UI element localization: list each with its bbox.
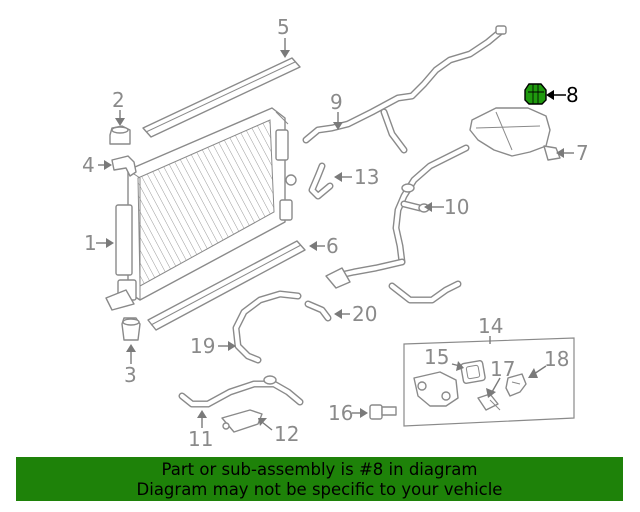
callout-18: 18	[544, 347, 569, 371]
seal-strip-bottom	[147, 240, 306, 331]
upper-isolator	[109, 125, 131, 145]
sensor	[477, 393, 501, 411]
connector-hose	[304, 300, 332, 322]
seal-strip-top	[142, 57, 301, 138]
callout-13: 13	[354, 165, 379, 189]
callout-12: 12	[274, 422, 299, 446]
callout-5: 5	[277, 15, 290, 39]
lower-hose	[232, 290, 302, 364]
callout-10: 10	[444, 195, 469, 219]
hose-bracket	[221, 409, 263, 433]
bolt	[369, 404, 397, 420]
callout-20: 20	[352, 302, 377, 326]
callout-15: 15	[424, 345, 449, 369]
callout-7: 7	[576, 141, 589, 165]
upper-radiator-hose	[325, 144, 470, 304]
callout-2: 2	[112, 88, 125, 112]
thermostat-housing	[413, 360, 486, 407]
callout-3: 3	[124, 363, 137, 387]
radiator	[105, 107, 297, 311]
bracket	[111, 155, 137, 177]
reservoir-cap	[524, 83, 547, 105]
callout-9: 9	[330, 90, 343, 114]
lower-radiator-hose	[178, 375, 304, 408]
banner-line-disclaimer: Diagram may not be specific to your vehi…	[136, 480, 503, 499]
callout-1: 1	[84, 231, 97, 255]
callout-4: 4	[82, 153, 95, 177]
lower-isolator	[121, 317, 141, 341]
callout-16: 16	[328, 401, 353, 425]
parts-diagram: 1 2 3 4 5 6 7 8 9 10 11 12 13 14 15 16 1…	[82, 15, 589, 451]
callout-17: 17	[490, 357, 515, 381]
callout-11: 11	[188, 427, 213, 451]
leader-lines	[96, 38, 574, 431]
clip	[505, 373, 527, 397]
info-banner: Part or sub-assembly is #8 in diagram Di…	[16, 457, 623, 501]
banner-line-part: Part or sub-assembly is #8 in diagram	[161, 460, 478, 479]
elbow-hose	[308, 162, 334, 200]
callout-8: 8	[566, 83, 579, 107]
callout-numbers: 1 2 3 4 5 6 7 8 9 10 11 12 13 14 15 16 1…	[82, 15, 589, 451]
bypass-hose	[302, 25, 507, 154]
coolant-reservoir	[469, 107, 561, 161]
callout-14: 14	[478, 314, 503, 338]
callout-6: 6	[326, 234, 339, 258]
callout-19: 19	[190, 334, 215, 358]
